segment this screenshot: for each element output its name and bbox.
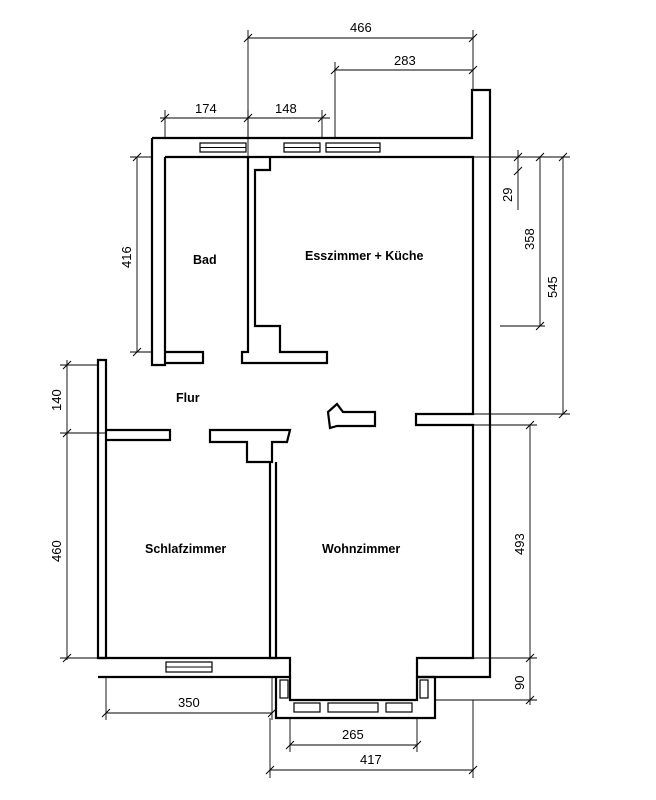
dim-left-bad: 416 xyxy=(119,246,134,268)
dim-right-wohn: 493 xyxy=(512,533,527,555)
room-label-wohnzimmer: Wohnzimmer xyxy=(322,542,400,556)
window-bay-left xyxy=(279,679,289,699)
room-label-esszimmer-kueche: Esszimmer + Küche xyxy=(305,249,424,263)
dim-left-flur: 140 xyxy=(49,389,64,411)
dim-top-left-a: 174 xyxy=(195,101,217,116)
walls xyxy=(96,88,492,720)
window-bay-right xyxy=(419,679,429,699)
dimension-lines xyxy=(60,30,570,778)
dim-left-schlaf: 460 xyxy=(49,540,64,562)
dim-top-right: 283 xyxy=(394,53,416,68)
dim-right-bottom: 90 xyxy=(512,676,527,690)
dim-right-mid: 358 xyxy=(522,228,537,250)
room-label-bad: Bad xyxy=(193,253,217,267)
dim-right-small: 29 xyxy=(500,188,515,202)
dim-bottom-schlaf: 350 xyxy=(178,695,200,710)
windows xyxy=(165,142,429,713)
window-bay-front-3 xyxy=(385,702,413,713)
dim-top-total: 466 xyxy=(350,20,372,35)
dim-top-left-b: 148 xyxy=(275,101,297,116)
room-label-flur: Flur xyxy=(176,391,200,405)
dim-right-long: 545 xyxy=(545,276,560,298)
dim-bottom-window: 265 xyxy=(342,727,364,742)
dim-bottom-total: 417 xyxy=(360,752,382,767)
window-bay-front xyxy=(293,702,321,713)
window-bay-front-2 xyxy=(327,702,379,713)
room-label-schlafzimmer: Schlafzimmer xyxy=(145,542,226,556)
